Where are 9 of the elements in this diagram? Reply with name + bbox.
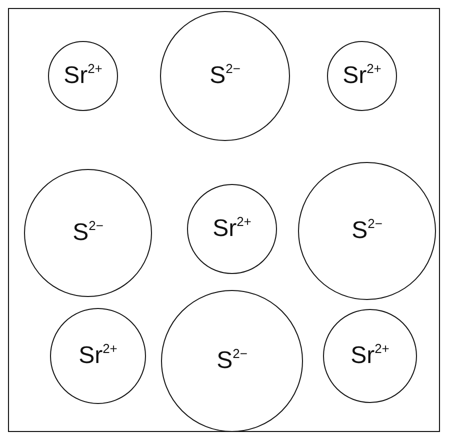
ion-label: Sr$^{2+}$ <box>78 342 118 370</box>
ion-label: S$^{2−}$ <box>352 217 382 245</box>
ion-label: Sr$^{2+}$ <box>342 62 382 90</box>
ion-label: Sr$^{2+}$ <box>350 342 390 370</box>
ion-label: S$^{2−}$ <box>210 62 240 90</box>
ion-label: Sr$^{2+}$ <box>212 215 252 243</box>
ion-label: S$^{2−}$ <box>216 347 248 375</box>
ion-label: Sr$^{2+}$ <box>64 62 102 90</box>
ion-label: S$^{2−}$ <box>72 219 104 247</box>
